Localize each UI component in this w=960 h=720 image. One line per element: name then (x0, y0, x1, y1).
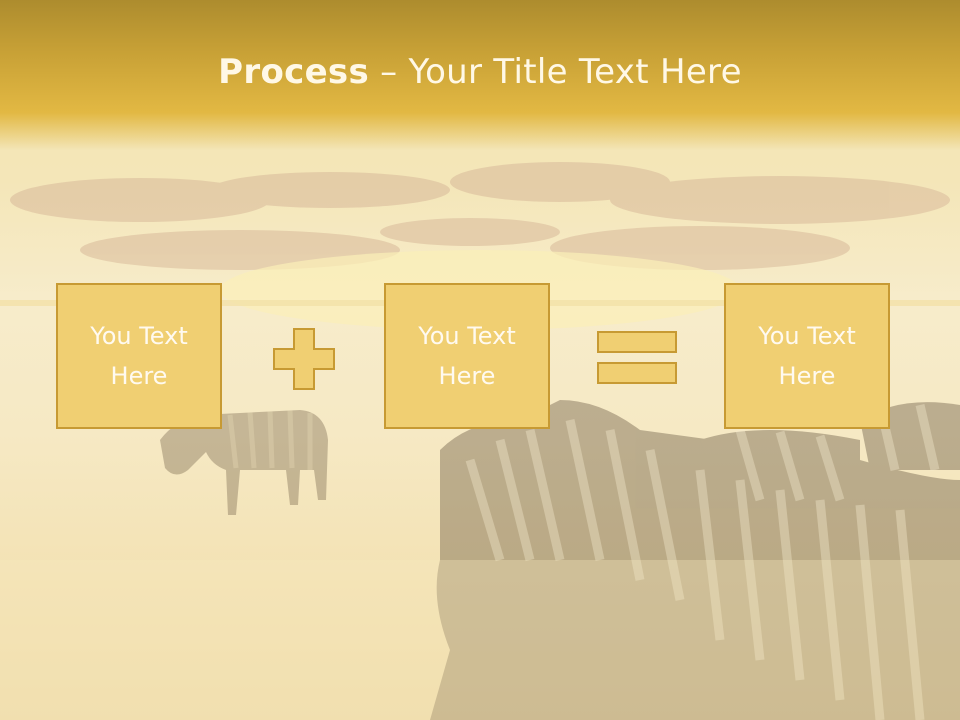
text-box-1-label: You Text Here (90, 322, 188, 390)
equals-icon (597, 331, 677, 384)
text-box-1[interactable]: You Text Here (56, 283, 222, 429)
plus-icon (273, 328, 335, 390)
title-bold: Process (218, 52, 370, 92)
text-box-3[interactable]: You Text Here (724, 283, 890, 429)
title-rest: – Your Title Text Here (369, 52, 742, 92)
text-box-2-label: You Text Here (418, 322, 516, 390)
text-box-2[interactable]: You Text Here (384, 283, 550, 429)
slide-title: Process – Your Title Text Here (0, 52, 960, 92)
title-band (0, 0, 960, 150)
text-box-3-label: You Text Here (758, 322, 856, 390)
